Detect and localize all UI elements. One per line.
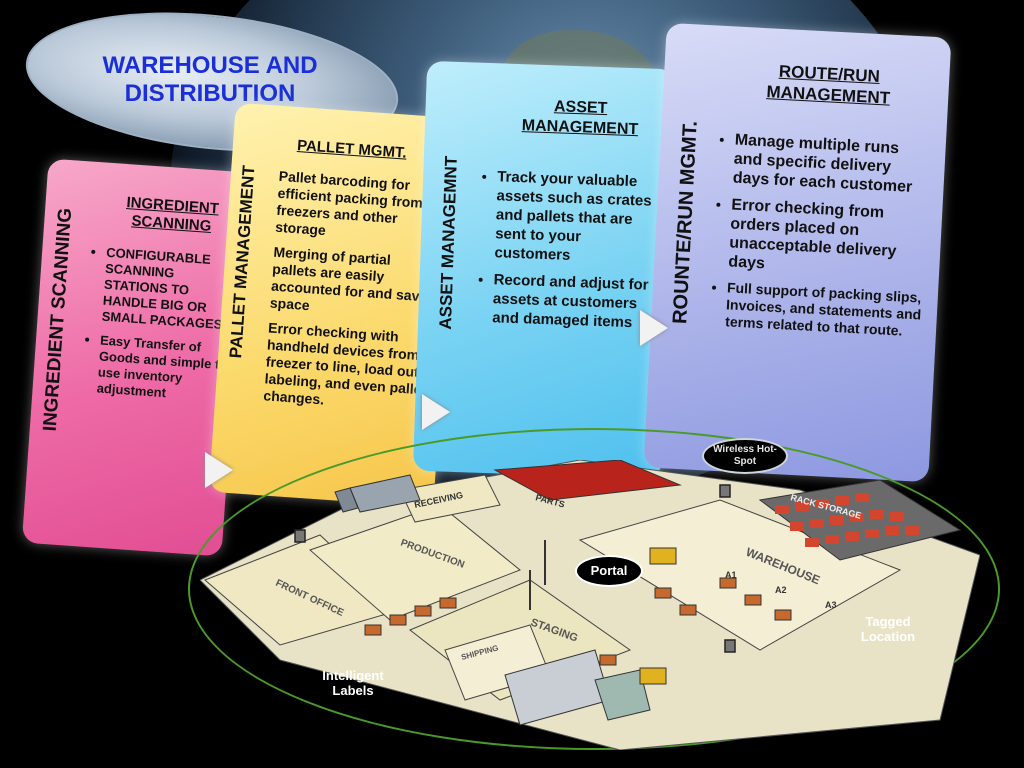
route-run-management-card: ROUNTE/RUN MGMT. ROUTE/RUN MANAGEMENT Ma… <box>643 22 952 483</box>
asset-management-card: ASSET MANAGEMNT ASSET MANAGEMENT Track y… <box>412 60 676 480</box>
truck-top <box>334 474 421 513</box>
arrow-right-icon <box>205 452 233 488</box>
pallet-heading: PALLET MGMT. <box>296 137 408 162</box>
ingredient-bullet: Easy Transfer of Goods and simple to use… <box>96 333 231 406</box>
page-title: WAREHOUSE AND DISTRIBUTION <box>102 52 318 107</box>
production-zone <box>309 504 521 621</box>
ingredient-body: CONFIGURABLE SCANNING STATIONS TO HANDLE… <box>82 244 238 414</box>
route-bullet: Manage multiple runs and specific delive… <box>732 131 931 198</box>
warehouse-floorplan: RECEIVING PARTS PRODUCTION RACK STORAGE … <box>200 460 980 750</box>
pallet-stacks <box>364 577 792 666</box>
rack-boxes <box>775 493 919 547</box>
asset-bullet: Record and adjust for assets at customer… <box>492 270 658 333</box>
route-bullet: Error checking from orders placed on una… <box>728 195 928 281</box>
route-vertical-label: ROUNTE/RUN MGMT. <box>669 120 702 325</box>
arrow-right-icon <box>640 310 668 346</box>
pallet-paragraph: Pallet barcoding for efficient packing f… <box>274 167 424 239</box>
tagged-location-callout: Tagged Location <box>860 614 916 644</box>
arrow-right-icon <box>422 394 450 430</box>
asset-vertical-label: ASSET MANAGEMNT <box>435 155 461 330</box>
warehouse-zone <box>578 499 902 651</box>
wireless-antenna-icon <box>294 484 736 653</box>
pallet-vertical-label: PALLET MANAGEMENT <box>226 164 259 359</box>
receiving-dock <box>399 474 501 523</box>
pallet-paragraph: Merging of partial pallets are easily ac… <box>269 243 436 314</box>
asset-heading: ASSET MANAGEMENT <box>521 98 639 139</box>
floorplan-oval <box>188 428 1000 750</box>
portal-callout: Portal <box>575 555 643 587</box>
ingredient-heading: INGREDIENT SCANNING <box>125 194 220 235</box>
pallet-paragraph: Error checking with handheld devices fro… <box>262 319 427 408</box>
wireless-hotspot-callout: Wireless Hot-Spot <box>702 438 788 474</box>
ingredient-bullet: CONFIGURABLE SCANNING STATIONS TO HANDLE… <box>101 245 237 334</box>
parts-shelf <box>493 460 682 501</box>
zone-label-a2: A2 <box>775 585 787 595</box>
forklift <box>649 547 677 565</box>
route-bullet: Full support of packing slips, Invoices,… <box>725 279 923 340</box>
intelligent-labels-callout: Intelligent Labels <box>322 668 384 698</box>
route-body: Manage multiple runs and specific delive… <box>710 130 931 349</box>
zone-label-a1: A1 <box>725 570 737 580</box>
forklift <box>639 667 667 685</box>
truck-bottom <box>504 649 651 726</box>
zone-label-a3: A3 <box>825 600 837 610</box>
ingredient-vertical-label: INGREDIENT SCANNING <box>39 207 77 432</box>
route-heading: ROUTE/RUN MANAGEMENT <box>766 61 891 108</box>
asset-bullet: Track your valuable assets such as crate… <box>494 167 661 268</box>
asset-body: Track your valuable assets such as crate… <box>478 167 662 341</box>
